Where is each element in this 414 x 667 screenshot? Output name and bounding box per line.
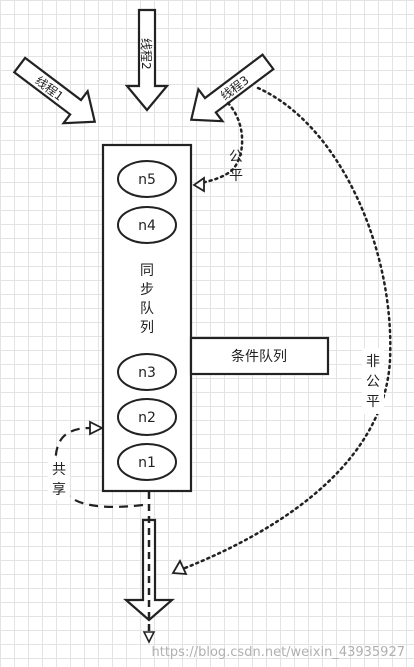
fair-arrowhead bbox=[192, 176, 205, 193]
svg-text:公: 公 bbox=[229, 149, 243, 165]
node-n4-label: n4 bbox=[138, 218, 156, 234]
node-n1: n1 bbox=[117, 443, 177, 481]
unfair-label: 非 公 平 bbox=[362, 348, 384, 414]
svg-text:步: 步 bbox=[140, 282, 154, 298]
exit-arrow bbox=[123, 492, 175, 644]
thread-2-label: 线程2 bbox=[139, 38, 154, 70]
condition-queue-box bbox=[189, 336, 330, 376]
unfair-arrowhead bbox=[171, 559, 188, 576]
unfair-path bbox=[178, 86, 392, 572]
fair-label: 公 平 bbox=[229, 149, 243, 184]
svg-text:列: 列 bbox=[140, 320, 154, 336]
node-n5: n5 bbox=[117, 160, 177, 198]
svg-text:享: 享 bbox=[52, 481, 66, 498]
fair-path bbox=[194, 101, 244, 186]
node-n2: n2 bbox=[117, 398, 177, 436]
sync-queue-label: 同 步 队 列 bbox=[140, 263, 154, 336]
svg-text:队: 队 bbox=[140, 301, 154, 317]
node-n4: n4 bbox=[117, 206, 177, 244]
node-n2-label: n2 bbox=[138, 410, 156, 426]
node-n1-label: n1 bbox=[138, 455, 156, 471]
thread-1-arrow: 线程1 bbox=[12, 56, 97, 125]
svg-text:共: 共 bbox=[52, 462, 66, 478]
svg-text:公: 公 bbox=[366, 374, 380, 390]
svg-text:平: 平 bbox=[229, 168, 243, 184]
thread-2-arrow: 线程2 bbox=[124, 8, 170, 112]
watermark: https://blog.csdn.net/weixin_43935927 bbox=[151, 645, 405, 660]
condition-queue-label: 条件队列 bbox=[231, 348, 287, 365]
shared-arrowhead bbox=[89, 420, 105, 436]
node-n3-label: n3 bbox=[138, 365, 156, 381]
node-n3: n3 bbox=[117, 353, 177, 391]
svg-text:非: 非 bbox=[366, 354, 380, 370]
node-n5-label: n5 bbox=[138, 172, 156, 188]
svg-text:平: 平 bbox=[366, 394, 380, 410]
shared-label: 共 享 bbox=[48, 458, 70, 500]
svg-text:同: 同 bbox=[140, 263, 154, 279]
